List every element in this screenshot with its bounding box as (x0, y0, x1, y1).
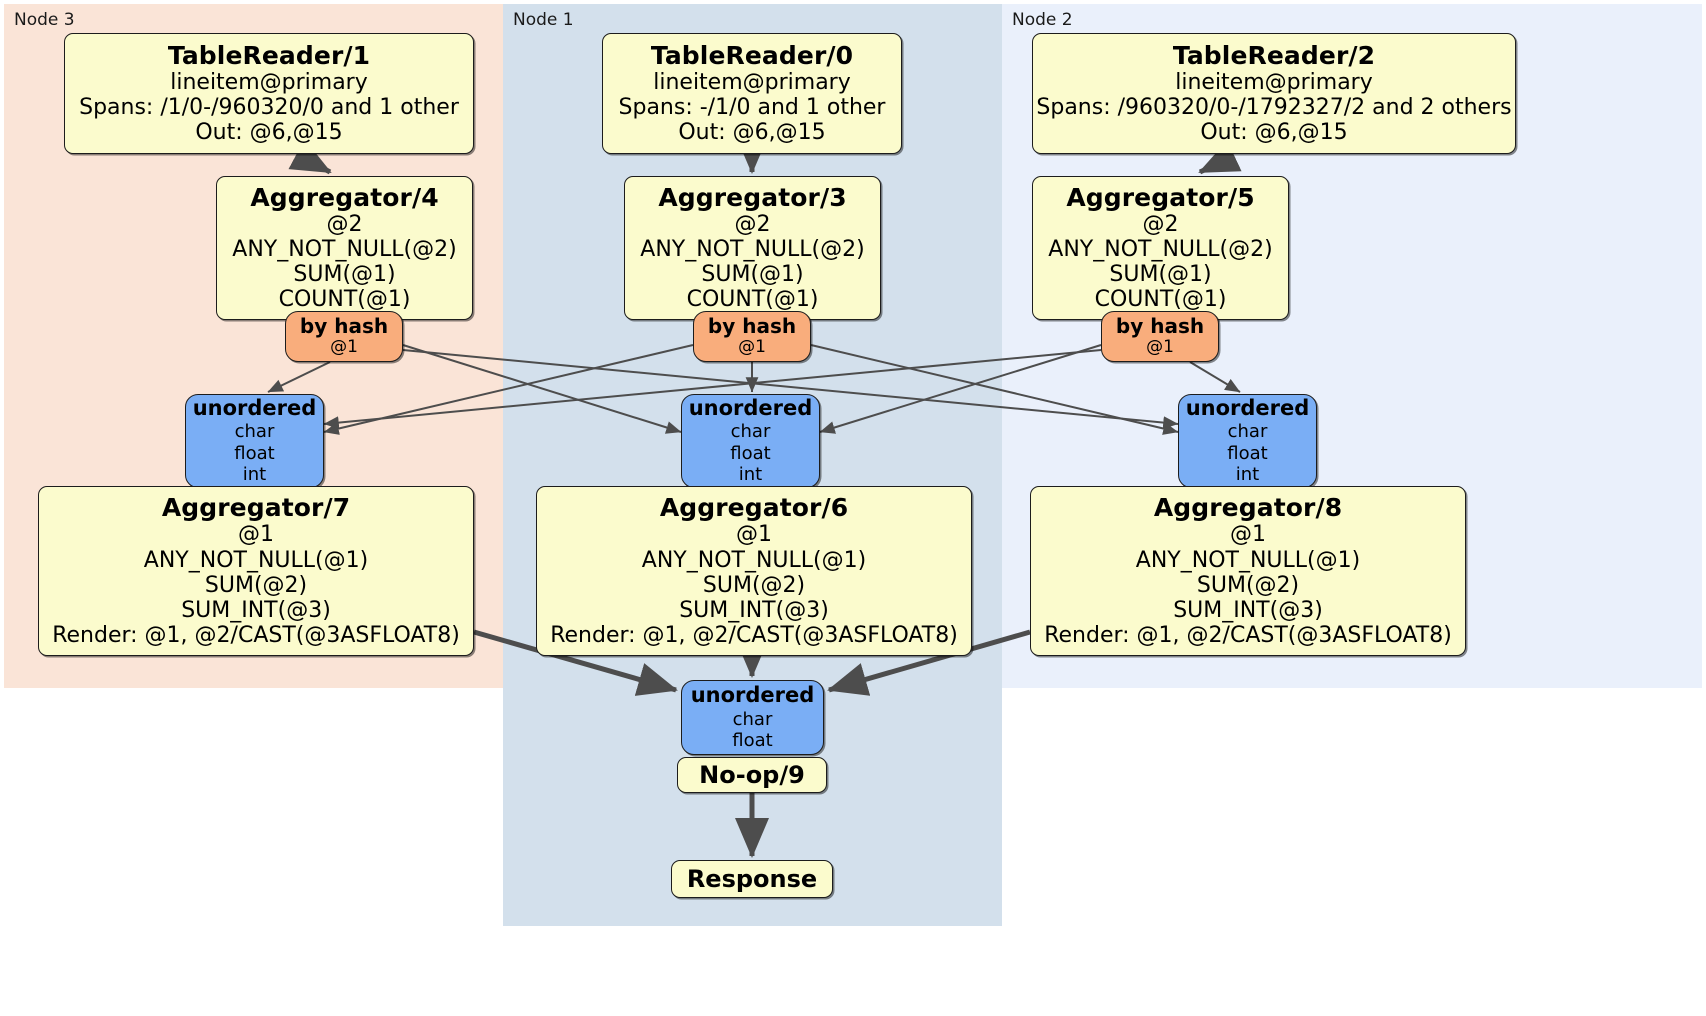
router-by-hash-node2[interactable]: by hash @1 (1101, 311, 1219, 362)
router-by-hash-node3[interactable]: by hash @1 (285, 311, 403, 362)
processor-line: ANY_NOT_NULL(@1) (1135, 547, 1361, 573)
router-line: @1 (1146, 337, 1174, 358)
processor-line: Out: @6,@15 (195, 120, 343, 146)
node-panel-label-node2: Node 2 (1012, 10, 1073, 30)
processor-line: SUM(@2) (702, 572, 806, 598)
processor-line: ANY_NOT_NULL(@1) (641, 547, 867, 573)
processor-title: Aggregator/6 (659, 493, 849, 523)
processor-title: Aggregator/5 (1066, 182, 1255, 212)
processor-title: No-op/9 (699, 760, 805, 789)
processor-line: ANY_NOT_NULL(@2) (640, 237, 865, 263)
processor-line: SUM_INT(@3) (1173, 597, 1323, 623)
receiver-line: float (1227, 442, 1268, 464)
receiver-line: int (242, 464, 267, 486)
receiver-line: float (732, 730, 773, 752)
processor-line: lineitem@primary (653, 70, 851, 95)
processor-aggregator-3[interactable]: Aggregator/3 @2 ANY_NOT_NULL(@2) SUM(@1)… (624, 176, 881, 320)
processor-aggregator-8[interactable]: Aggregator/8 @1 ANY_NOT_NULL(@1) SUM(@2)… (1030, 486, 1466, 656)
processor-tablereader-2[interactable]: TableReader/2 lineitem@primary Spans: /9… (1032, 33, 1516, 154)
processor-line: @1 (238, 522, 274, 548)
processor-line: SUM(@1) (293, 262, 396, 288)
processor-title: Aggregator/7 (161, 493, 351, 523)
processor-line: SUM(@1) (701, 262, 804, 288)
processor-aggregator-6[interactable]: Aggregator/6 @1 ANY_NOT_NULL(@1) SUM(@2)… (536, 486, 972, 656)
receiver-line: float (234, 442, 275, 464)
receiver-title: unordered (688, 396, 813, 421)
processor-line: @2 (734, 211, 771, 237)
receiver-title: unordered (690, 683, 815, 708)
receiver-line: char (730, 421, 771, 443)
processor-render-line: Render: @1, @2/CAST(@3ASFLOAT8) (52, 622, 460, 648)
router-line: @1 (330, 337, 358, 358)
processor-title: Aggregator/4 (250, 182, 439, 212)
processor-line: Spans: -/1/0 and 1 other (618, 95, 886, 121)
processor-line: ANY_NOT_NULL(@2) (232, 237, 457, 263)
receiver-line: char (732, 708, 773, 730)
router-line: @1 (738, 337, 766, 358)
node-panel-label-node1: Node 1 (513, 10, 574, 30)
receiver-line: char (234, 421, 275, 443)
router-title: by hash (707, 314, 797, 339)
processor-aggregator-5[interactable]: Aggregator/5 @2 ANY_NOT_NULL(@2) SUM(@1)… (1032, 176, 1289, 320)
receiver-unordered-node2[interactable]: unordered char float int (1178, 394, 1317, 488)
receiver-unordered-node1[interactable]: unordered char float int (681, 394, 820, 488)
processor-line: lineitem@primary (170, 70, 368, 95)
processor-title: TableReader/0 (650, 40, 854, 70)
processor-title: TableReader/2 (1172, 40, 1376, 70)
receiver-title: unordered (1185, 396, 1310, 421)
receiver-unordered-final[interactable]: unordered char float (681, 680, 824, 755)
processor-line: Out: @6,@15 (1200, 120, 1348, 146)
receiver-line: int (738, 464, 763, 486)
router-by-hash-node1[interactable]: by hash @1 (693, 311, 811, 362)
processor-line: Spans: /1/0-/960320/0 and 1 other (79, 95, 459, 121)
processor-line: ANY_NOT_NULL(@2) (1048, 237, 1273, 263)
processor-tablereader-1[interactable]: TableReader/1 lineitem@primary Spans: /1… (64, 33, 474, 154)
processor-aggregator-7[interactable]: Aggregator/7 @1 ANY_NOT_NULL(@1) SUM(@2)… (38, 486, 474, 656)
receiver-line: char (1227, 421, 1268, 443)
processor-render-line: Render: @1, @2/CAST(@3ASFLOAT8) (1044, 622, 1452, 648)
processor-title: Aggregator/3 (658, 182, 847, 212)
processor-line: Out: @6,@15 (678, 120, 826, 146)
processor-line: SUM(@2) (204, 572, 308, 598)
node-panel-label-node3: Node 3 (14, 10, 75, 30)
processor-line: @2 (1142, 211, 1179, 237)
response-node[interactable]: Response (671, 860, 833, 898)
processor-line: SUM(@1) (1109, 262, 1212, 288)
processor-line: SUM(@2) (1196, 572, 1300, 598)
router-title: by hash (299, 314, 389, 339)
receiver-line: int (1235, 464, 1260, 486)
processor-aggregator-4[interactable]: Aggregator/4 @2 ANY_NOT_NULL(@2) SUM(@1)… (216, 176, 473, 320)
receiver-title: unordered (192, 396, 317, 421)
processor-tablereader-0[interactable]: TableReader/0 lineitem@primary Spans: -/… (602, 33, 902, 154)
processor-line: ANY_NOT_NULL(@1) (143, 547, 369, 573)
processor-line: lineitem@primary (1175, 70, 1373, 95)
router-title: by hash (1115, 314, 1205, 339)
processor-title: TableReader/1 (167, 40, 371, 70)
processor-noop-9[interactable]: No-op/9 (677, 757, 827, 793)
response-title: Response (686, 864, 818, 893)
processor-line: COUNT(@1) (278, 287, 411, 313)
receiver-line: float (730, 442, 771, 464)
processor-line: @2 (326, 211, 363, 237)
processor-line: @1 (1230, 522, 1266, 548)
processor-line: SUM_INT(@3) (679, 597, 829, 623)
processor-line: @1 (736, 522, 772, 548)
receiver-unordered-node3[interactable]: unordered char float int (185, 394, 324, 488)
processor-line: COUNT(@1) (1094, 287, 1227, 313)
processor-line: SUM_INT(@3) (181, 597, 331, 623)
processor-line: Spans: /960320/0-/1792327/2 and 2 others (1036, 95, 1512, 121)
processor-line: COUNT(@1) (686, 287, 819, 313)
processor-render-line: Render: @1, @2/CAST(@3ASFLOAT8) (550, 622, 958, 648)
processor-title: Aggregator/8 (1153, 493, 1343, 523)
